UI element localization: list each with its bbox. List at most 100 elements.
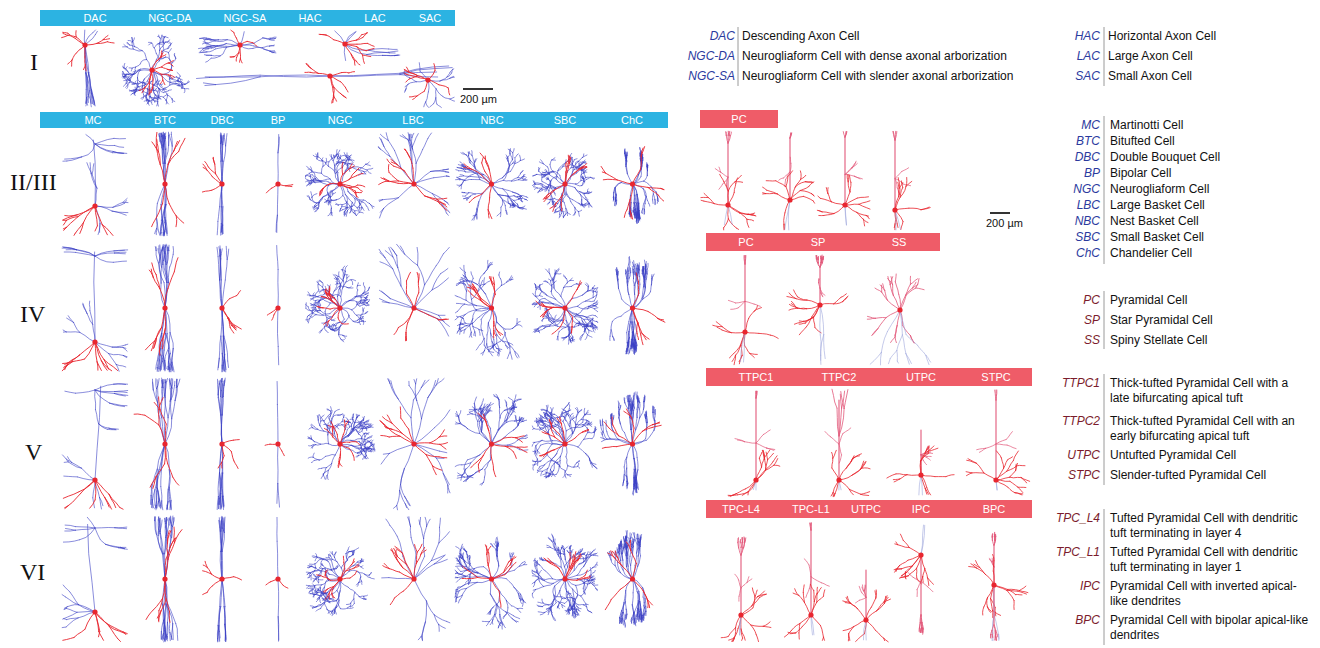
dendrite-branches — [755, 398, 756, 480]
legend-name: Untufted Pyramidal Cell — [1110, 448, 1310, 463]
cell-type-abbrev: TPC-L4 — [722, 503, 760, 516]
dendrite-branches — [467, 277, 502, 338]
dendrite-branches — [394, 272, 448, 341]
soma — [842, 202, 847, 207]
axon-branches — [600, 392, 655, 495]
axon-branches — [85, 45, 96, 107]
soma — [337, 305, 342, 310]
neuron — [966, 390, 1030, 495]
dendrite-branches — [779, 157, 791, 186]
soma — [630, 181, 635, 186]
axon-branches — [95, 386, 101, 480]
legend-separator — [1104, 509, 1105, 645]
axon-branches — [155, 244, 173, 308]
neuron — [763, 133, 815, 230]
dendrite-branches — [919, 615, 923, 634]
soma — [489, 576, 494, 581]
soma — [275, 441, 280, 446]
legend-name: Chandelier Cell — [1110, 246, 1310, 261]
soma — [162, 181, 167, 186]
legend-abbrev: TTPC1 — [1062, 376, 1100, 391]
cell-class-band: MCBTCDBCBPNGCLBCNBCSBCChC — [40, 112, 668, 128]
axon-branches — [155, 516, 174, 579]
legend-abbrev: IPC — [1080, 579, 1100, 594]
neuron — [63, 135, 128, 236]
legend-name: Neurogliaform Cell — [1110, 182, 1310, 197]
soma — [411, 576, 416, 581]
dendrite-branches — [218, 440, 239, 469]
axon-branches — [277, 444, 280, 507]
legend-name: Tufted Pyramidal Cell with dendritic tuf… — [1110, 511, 1310, 541]
neuron — [600, 392, 661, 495]
legend-name: Nest Basket Cell — [1110, 214, 1310, 229]
neuron — [319, 31, 400, 65]
neuron — [701, 131, 756, 230]
dendrite-branches — [894, 178, 930, 230]
neuron — [728, 391, 780, 496]
legend-separator — [1104, 27, 1105, 86]
dendrite-branches — [969, 555, 1028, 618]
soma — [275, 576, 280, 581]
legend-separator — [738, 27, 739, 86]
legend-abbrev: NGC-DA — [688, 49, 735, 64]
neuron — [305, 150, 374, 217]
soma — [817, 302, 822, 307]
legend-name: Neurogliaform Cell with dense axonal arb… — [742, 49, 1042, 64]
axon-branches — [63, 301, 128, 371]
soma — [275, 181, 280, 186]
dendrite-branches — [728, 300, 760, 309]
legend-abbrev: DBC — [1075, 150, 1100, 165]
dendrite-branches — [536, 281, 582, 334]
dendrite-branches — [756, 391, 758, 398]
cell-type-abbrev: PC — [731, 113, 746, 126]
dendrite-branches — [744, 264, 745, 332]
dendrite-branches — [810, 523, 812, 530]
axon-branches — [220, 133, 227, 184]
cell-type-abbrev: DAC — [83, 12, 106, 25]
legend-abbrev: BPC — [1075, 613, 1100, 628]
dendrite-branches — [816, 255, 824, 267]
axon-branches — [278, 579, 280, 641]
soma — [411, 181, 416, 186]
neuron — [380, 379, 450, 510]
soma — [219, 576, 224, 581]
neuron — [134, 378, 180, 510]
legend-abbrev: STPC — [1068, 468, 1100, 483]
neuron — [203, 516, 242, 642]
dendrite-branches — [265, 444, 284, 456]
axon-branches — [845, 205, 847, 225]
neuron — [892, 131, 930, 230]
axon-branches — [379, 244, 449, 336]
legend-abbrev: PC — [1083, 293, 1100, 308]
soma — [630, 576, 635, 581]
axon-branches — [276, 184, 278, 233]
dendrite-branches — [471, 413, 528, 477]
soma — [836, 477, 841, 482]
axon-branches — [88, 524, 95, 612]
axon-branches — [811, 615, 814, 635]
soma — [162, 441, 167, 446]
neuron — [62, 30, 115, 107]
dendrite-branches — [601, 147, 664, 220]
dendrite-branches — [152, 132, 185, 184]
cell-type-abbrev: TTPC1 — [739, 371, 774, 384]
axon-branches — [308, 407, 375, 480]
soma — [562, 181, 567, 186]
dendrite-branches — [462, 545, 516, 608]
dendrite-branches — [789, 138, 790, 200]
neuron — [605, 531, 652, 628]
scale-bar — [463, 88, 493, 90]
cell-type-abbrev: STPC — [981, 371, 1010, 384]
dendrite-branches — [744, 256, 746, 265]
neuron — [532, 403, 597, 479]
dendrite-branches — [146, 579, 170, 622]
neuron — [894, 525, 933, 634]
dendrite-branches — [763, 171, 815, 230]
dendrite-branches — [726, 131, 732, 143]
neuron — [843, 570, 891, 642]
axon-branches — [870, 310, 930, 365]
legend-name: Horizontal Axon Cell — [1108, 29, 1308, 44]
legend-name: Bitufted Cell — [1110, 134, 1310, 149]
dendrite-branches — [139, 51, 174, 95]
